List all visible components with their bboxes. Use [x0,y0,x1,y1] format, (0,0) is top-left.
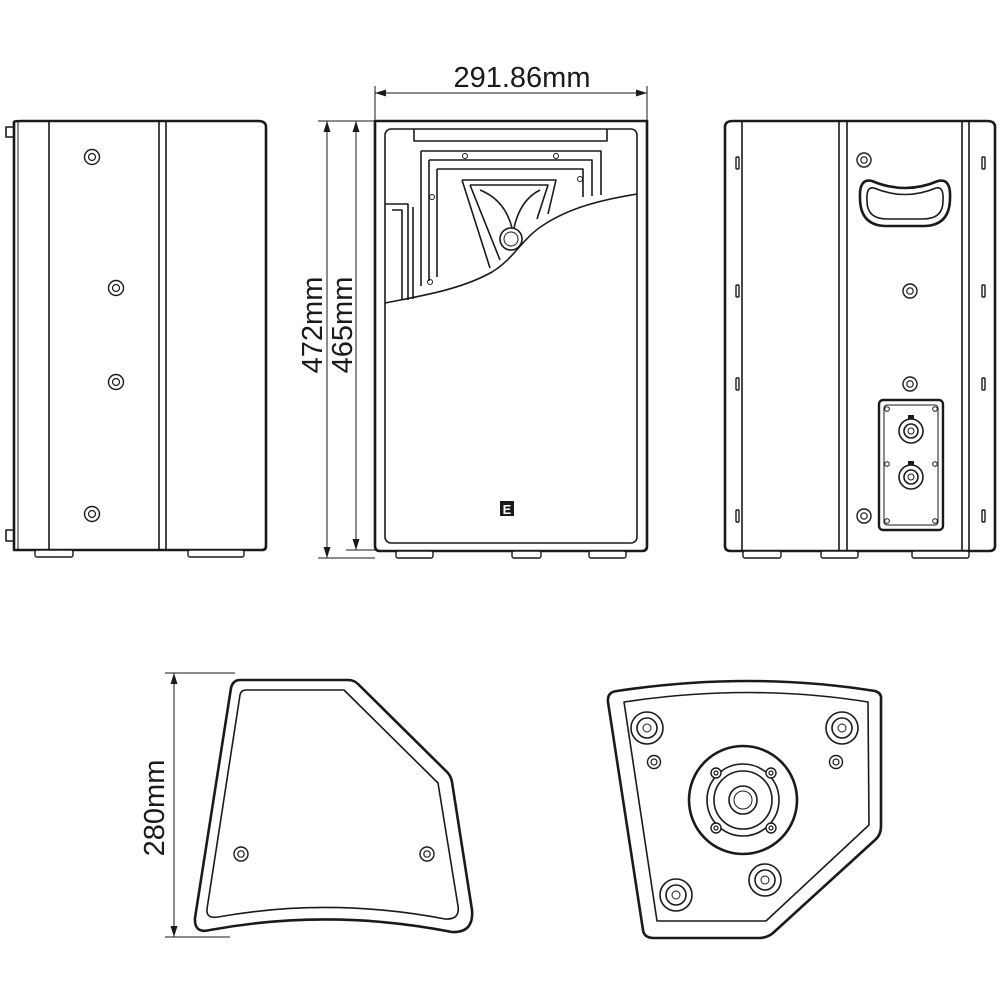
rear-hole [902,376,918,392]
mount-screw [710,767,722,779]
rear-view [723,119,997,559]
top-hole [233,846,249,862]
pole-mount [687,744,799,856]
height-outer-dimension-label: 472mm [297,277,329,374]
side-hole [83,148,101,166]
width-dimension-label: 291.86mm [453,62,590,94]
side-hole [83,505,101,523]
foot-pad [825,711,859,745]
side-hole [107,373,125,391]
height-inner-dimension-label: 465mm [327,277,359,374]
foot-pad [659,878,693,912]
bottom-hole [646,754,662,770]
rear-hole [856,152,872,168]
brand-logo-text: E [503,502,512,517]
mount-screw [710,822,722,834]
side-view-left [5,119,268,558]
foot-pad [748,863,782,897]
top-view: 280mm [139,672,474,938]
speakon-connector [898,461,924,490]
side-hole [107,279,125,297]
top-hole [419,846,435,862]
brand-logo: E [500,501,514,517]
mount-screw [765,822,777,834]
speakon-connector [898,415,924,444]
foot-pad [630,711,664,745]
front-view: 291.86mm 472mm 465mm [297,62,649,559]
rear-hole [856,508,872,524]
connector-plate [877,398,945,532]
rear-hole [902,283,918,299]
depth-dimension-label: 280mm [139,760,171,857]
carry-handle [858,179,952,228]
bottom-view [606,679,883,940]
bottom-hole [828,754,844,770]
mount-screw [765,767,777,779]
